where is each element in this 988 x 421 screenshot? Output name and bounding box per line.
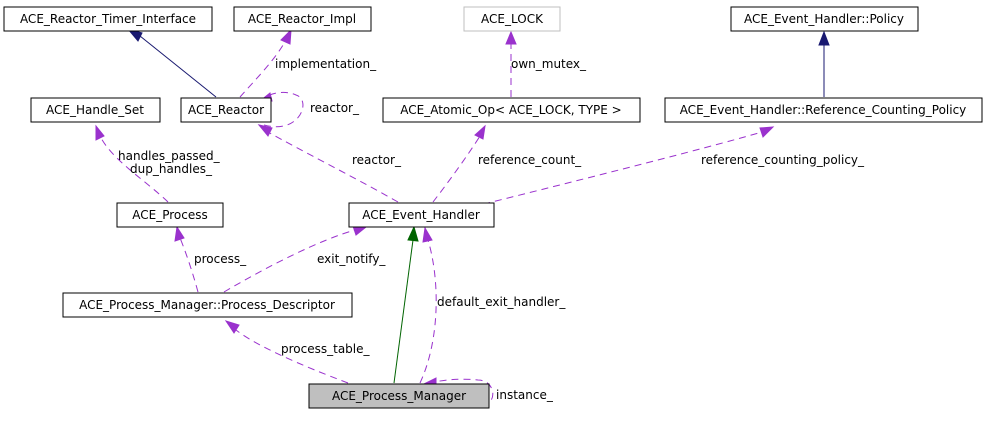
edge-label-handles-passed: handles_passed_ (118, 149, 221, 163)
edge-label-reactor-self: reactor_ (310, 101, 360, 115)
edge-reactor-implementation (239, 28, 292, 98)
edge-eventhandler-reference-count (432, 124, 486, 203)
node-ace-event-handler-policy[interactable]: ACE_Event_Handler::Policy (730, 6, 919, 32)
node-ace-handle-set[interactable]: ACE_Handle_Set (30, 97, 161, 123)
edge-refcount-to-policy (818, 30, 830, 97)
edge-descriptor-process (174, 225, 199, 293)
node-ace-atomic-op[interactable]: ACE_Atomic_Op< ACE_LOCK, TYPE > (382, 97, 641, 123)
node-ace-reactor-impl[interactable]: ACE_Reactor_Impl (233, 6, 372, 32)
node-ace-lock: ACE_LOCK (463, 6, 561, 32)
edge-label-implementation: implementation_ (275, 57, 377, 71)
svg-text:ACE_LOCK: ACE_LOCK (481, 12, 544, 26)
edge-label-process: process_ (194, 252, 247, 266)
svg-text:ACE_Event_Handler: ACE_Event_Handler (362, 208, 480, 222)
edge-label-exit-notify: exit_notify_ (317, 252, 386, 266)
svg-text:ACE_Reactor_Impl: ACE_Reactor_Impl (248, 12, 356, 26)
node-ace-process-manager: ACE_Process_Manager (308, 383, 490, 409)
edge-manager-default-exit-handler (419, 226, 437, 384)
edge-label-dup-handles: dup_handles_ (130, 162, 213, 176)
edge-label-reference-count: reference_count_ (478, 153, 582, 167)
node-ace-process-descriptor[interactable]: ACE_Process_Manager::Process_Descriptor (62, 292, 353, 318)
edge-label-instance: instance_ (496, 388, 554, 402)
edge-manager-process-table (224, 320, 349, 384)
svg-text:ACE_Process_Manager: ACE_Process_Manager (332, 389, 466, 403)
edge-label-process-table: process_table_ (281, 342, 371, 356)
svg-text:ACE_Event_Handler::Reference_C: ACE_Event_Handler::Reference_Counting_Po… (680, 103, 967, 117)
svg-text:ACE_Reactor_Timer_Interface: ACE_Reactor_Timer_Interface (20, 12, 196, 26)
edge-manager-inherits-eventhandler (393, 225, 419, 384)
svg-text:ACE_Handle_Set: ACE_Handle_Set (46, 103, 144, 117)
edge-label-reactor: reactor_ (352, 153, 402, 167)
svg-text:ACE_Process_Manager::Process_D: ACE_Process_Manager::Process_Descriptor (79, 298, 335, 312)
svg-text:ACE_Atomic_Op< ACE_LOCK, TYPE: ACE_Atomic_Op< ACE_LOCK, TYPE > (400, 103, 621, 117)
node-ace-event-handler[interactable]: ACE_Event_Handler (348, 202, 495, 228)
node-ace-reactor[interactable]: ACE_Reactor (180, 97, 272, 123)
node-ace-process[interactable]: ACE_Process (116, 202, 224, 228)
edge-label-own-mutex: own_mutex_ (511, 57, 587, 71)
edge-atomic-own-mutex (505, 30, 517, 97)
edge-label-reference-counting-policy: reference_counting_policy_ (701, 153, 865, 167)
edge-eventhandler-refcount-policy (459, 126, 775, 211)
svg-text:ACE_Reactor: ACE_Reactor (188, 103, 264, 117)
svg-text:ACE_Process: ACE_Process (132, 208, 207, 222)
edge-eventhandler-reactor (257, 124, 399, 203)
node-ace-reactor-timer-interface[interactable]: ACE_Reactor_Timer_Interface (3, 6, 213, 32)
edge-reactor-to-timer-interface (126, 28, 217, 98)
edge-process-handles (95, 124, 169, 203)
edge-label-default-exit-handler: default_exit_handler_ (437, 295, 566, 309)
svg-text:ACE_Event_Handler::Policy: ACE_Event_Handler::Policy (744, 12, 904, 26)
node-ace-reference-counting-policy[interactable]: ACE_Event_Handler::Reference_Counting_Po… (664, 97, 983, 123)
